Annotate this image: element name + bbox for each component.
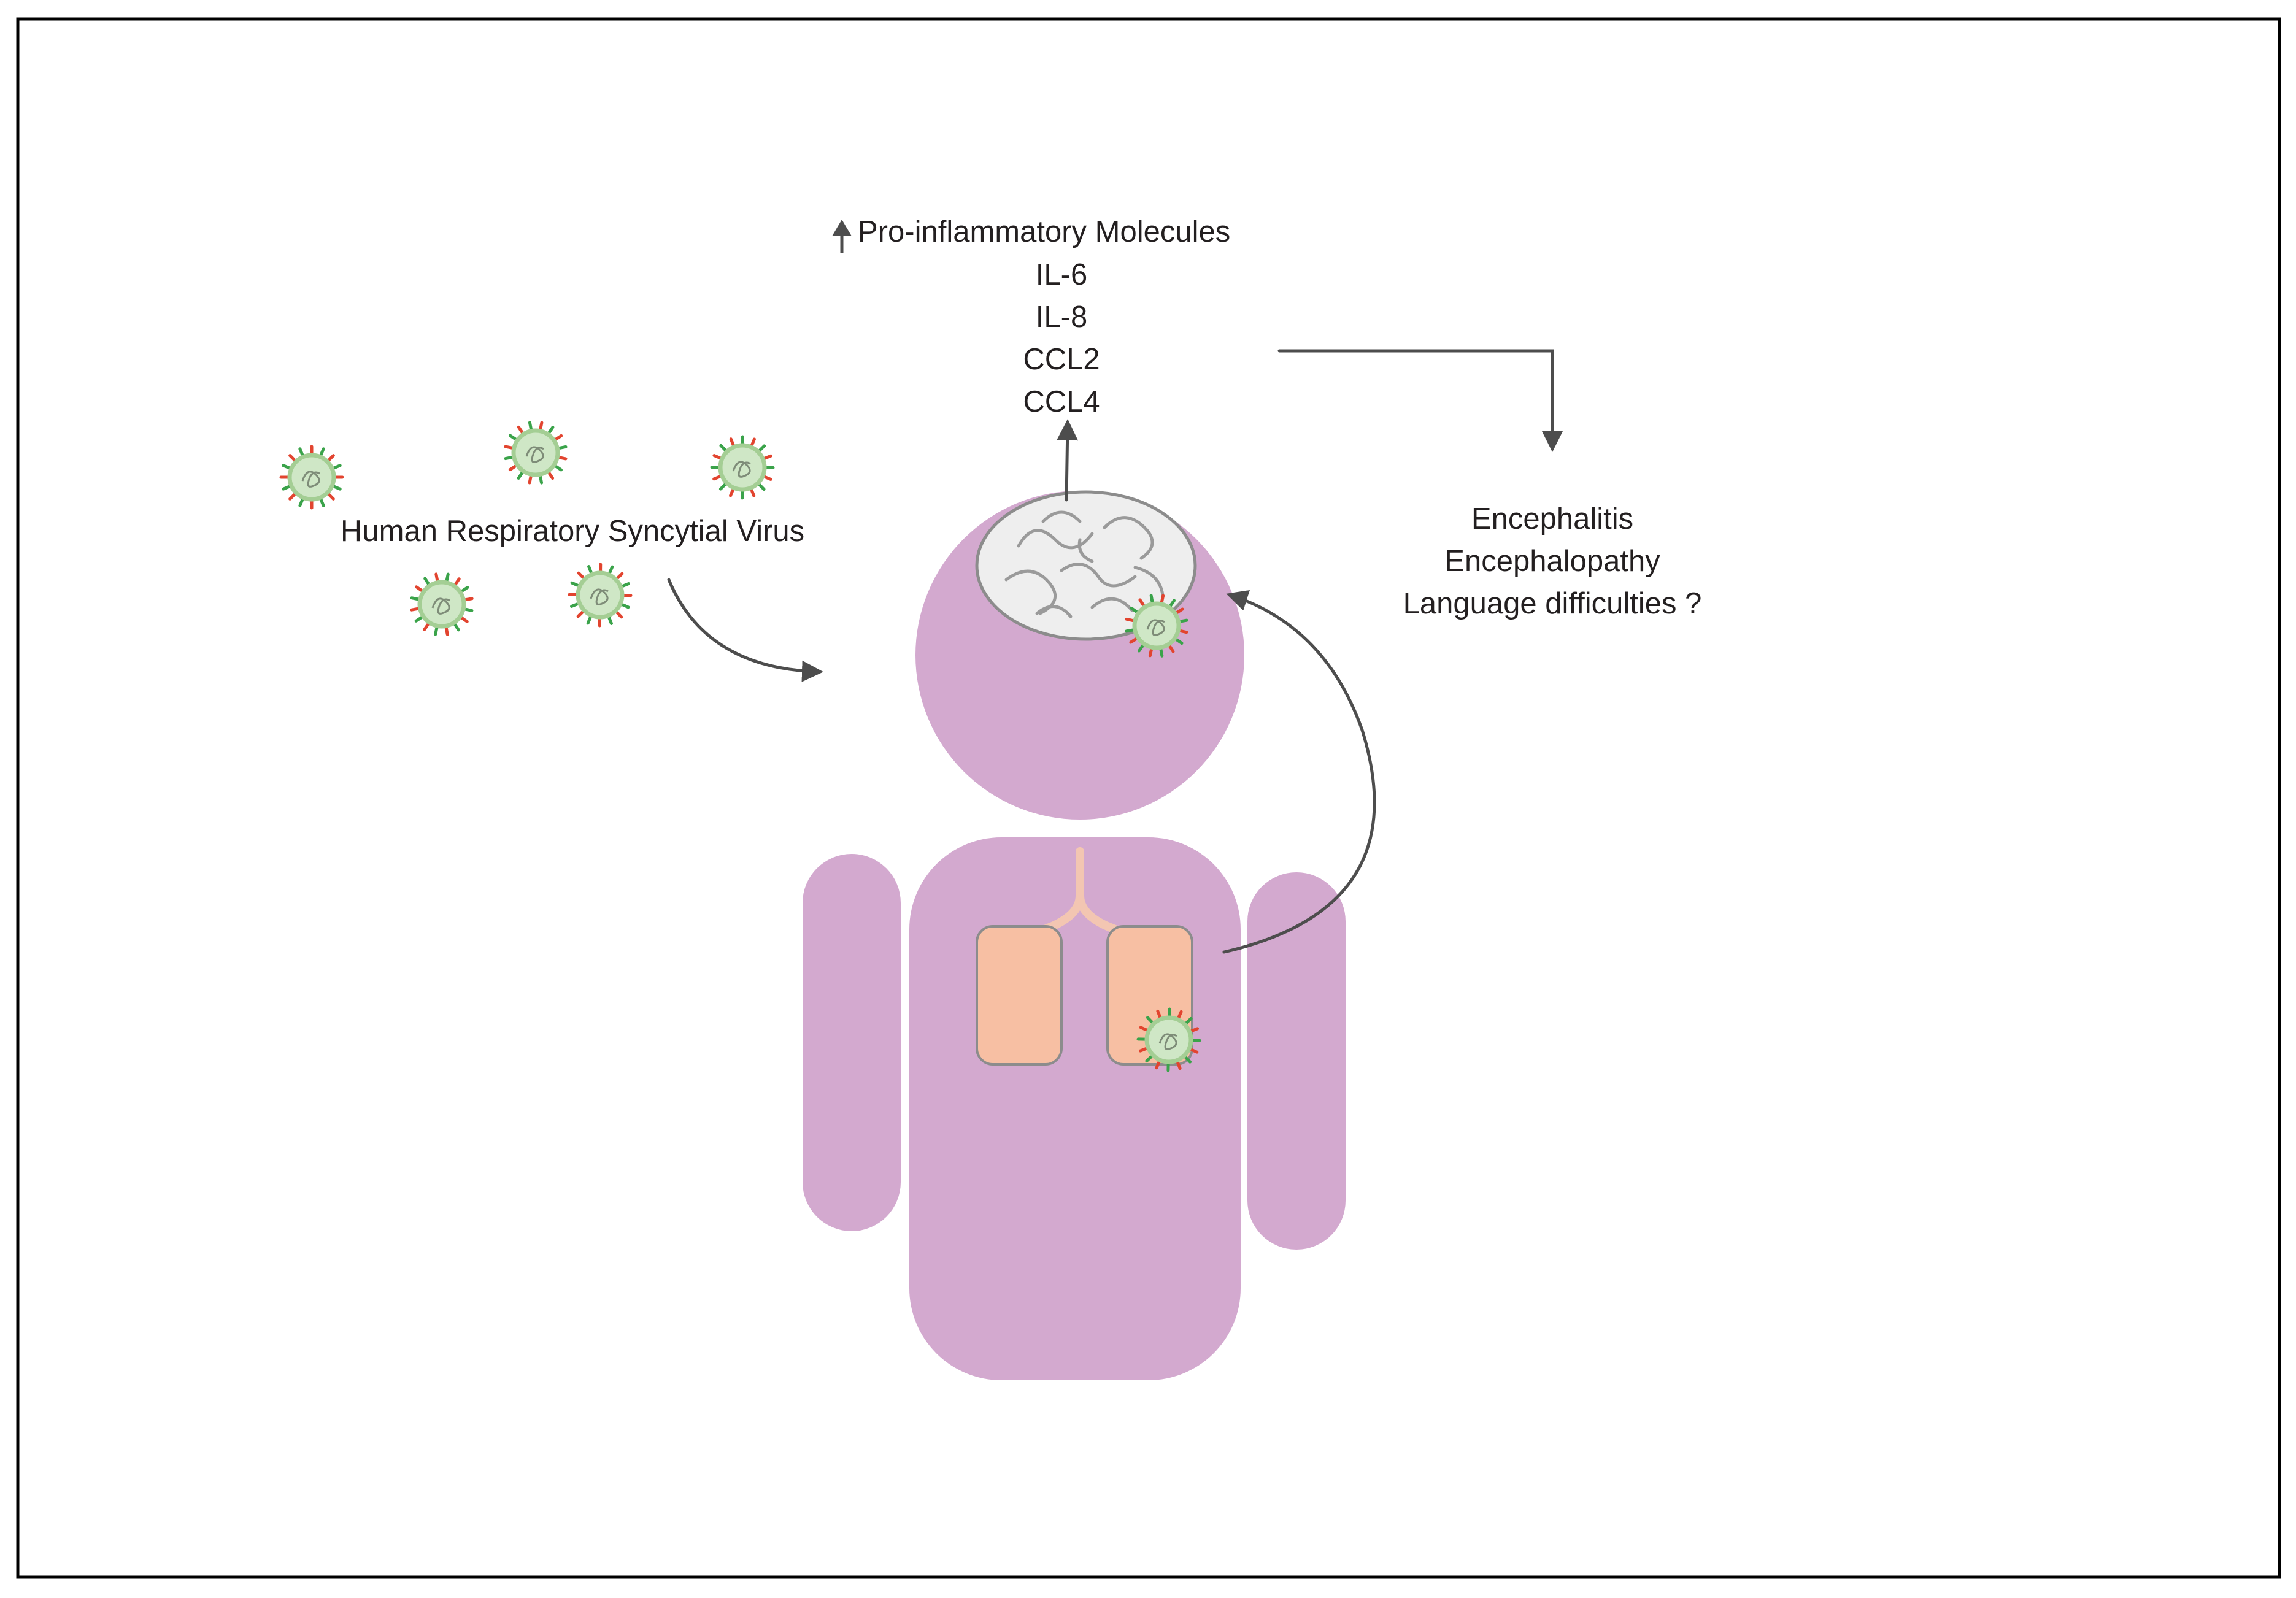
molecule-item: CCL2 xyxy=(1006,345,1117,375)
arrow-virus-to-head xyxy=(669,580,819,672)
up-arrow-icon xyxy=(832,220,852,253)
virus-label: Human Respiratory Syncytial Virus xyxy=(341,517,804,547)
virus-particle-icon xyxy=(1138,1009,1200,1070)
outcome-item: Language difficulties ? xyxy=(1368,589,1736,619)
outcome-item: Encephalitis xyxy=(1368,504,1736,534)
molecules-heading: Pro-inflammatory Molecules xyxy=(858,217,1230,247)
left-arm xyxy=(803,854,901,1231)
right-arm xyxy=(1247,872,1346,1250)
connector-molecules-to-outcomes xyxy=(1279,351,1552,448)
arrow-head-to-molecules xyxy=(1066,423,1068,500)
virus-particle-icon xyxy=(506,423,566,483)
molecule-item: CCL4 xyxy=(1006,387,1117,417)
outcome-item: Encephalopathy xyxy=(1368,547,1736,577)
virus-particle-icon xyxy=(712,437,773,498)
virus-particle-icon xyxy=(412,574,472,634)
molecule-item: IL-8 xyxy=(1006,302,1117,332)
virus-particle-icon xyxy=(569,564,631,626)
virus-particle-icon xyxy=(281,447,342,508)
torso xyxy=(909,837,1241,1380)
molecule-item: IL-6 xyxy=(1006,260,1117,290)
